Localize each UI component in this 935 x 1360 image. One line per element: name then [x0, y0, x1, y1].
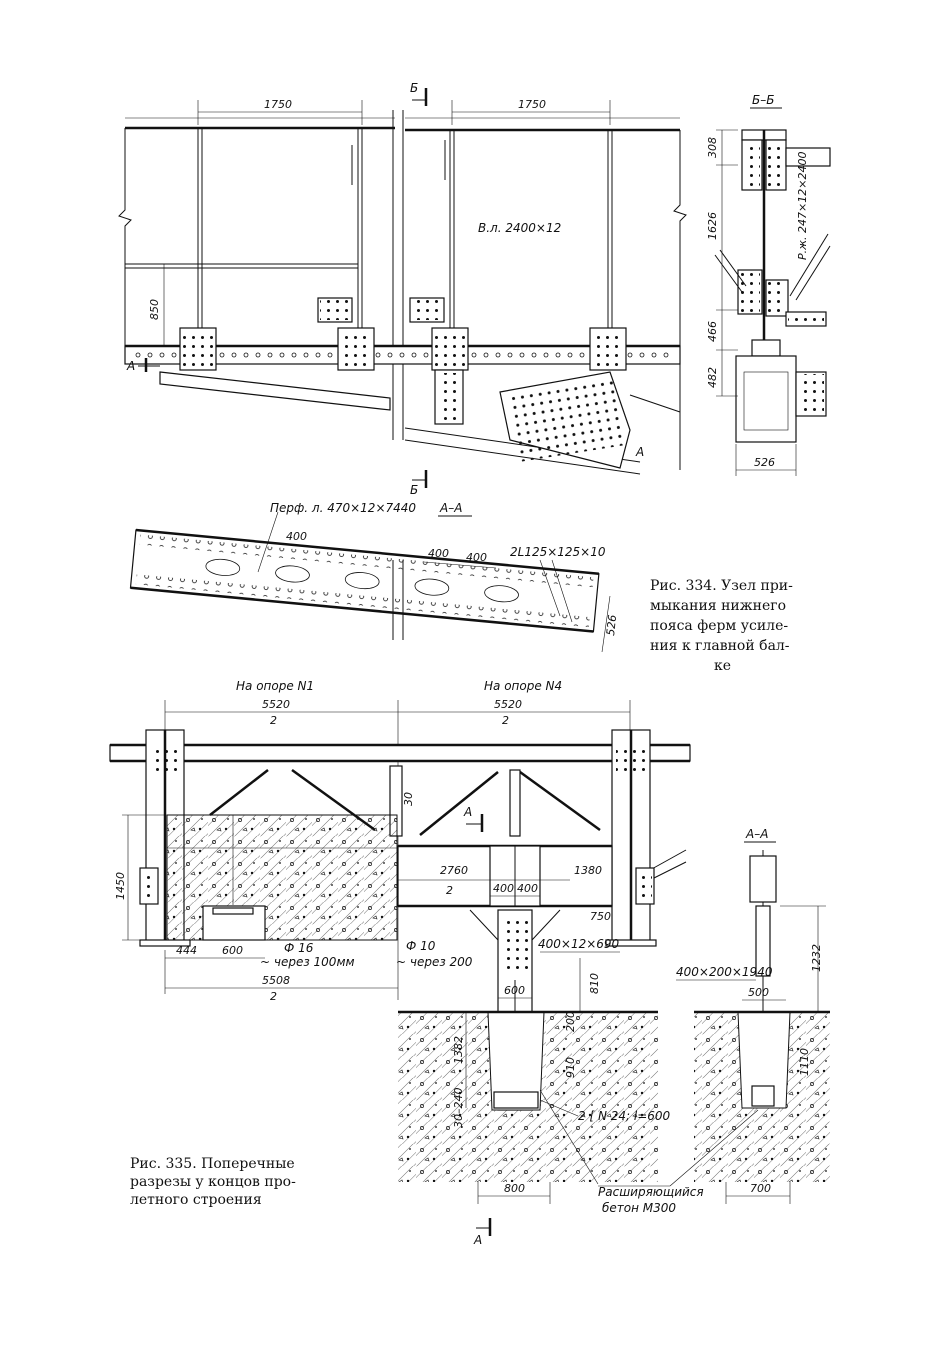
caption-334-line1: Рис. 334. Узел при- [650, 578, 793, 594]
fig334-caption: Рис. 334. Узел при- мыкания нижнего пояс… [650, 578, 793, 674]
dim-1382: 1382 [452, 1036, 465, 1064]
dim-810: 810 [588, 973, 601, 994]
bar16-step-label: ~ через 100мм [260, 955, 355, 969]
dim-2-left: 2 [270, 714, 277, 727]
concrete-label-2: бетон М300 [602, 1201, 676, 1215]
concrete-label-1: Расширяющийся [598, 1185, 704, 1199]
dim-1232: 1232 [810, 944, 823, 972]
support-1-label: На опоре N1 [236, 679, 314, 693]
dim-400-b: 400 [428, 547, 449, 560]
caption-334-line4: ния к главной бал- [650, 638, 790, 654]
dim-1750-right: 1750 [518, 98, 546, 111]
dim-400-left: 400 [493, 882, 514, 895]
dim-2-right: 2 [502, 714, 509, 727]
dim-526-aa: 526 [604, 614, 619, 636]
dim-400-a: 400 [286, 530, 307, 543]
dim-5520-right: 5520 [494, 698, 522, 711]
dim-1110: 1110 [798, 1048, 811, 1076]
bar10-step-label: ~ через 200 [396, 955, 473, 969]
dim-700: 700 [750, 1182, 771, 1195]
dim-600-col: 600 [504, 984, 525, 997]
dim-2760: 2760 [440, 864, 468, 877]
angles-label: 2L125×125×10 [510, 545, 606, 559]
caption-334-line5: ке [714, 658, 731, 674]
perf-plate-label: Перф. л. 470×12×7440 [270, 501, 416, 515]
dim-5520-left: 5520 [262, 698, 290, 711]
dim-850: 850 [148, 299, 161, 320]
plate-400x12x690-label: 400×12×690 [538, 937, 620, 951]
dim-750: 750 [590, 910, 611, 923]
web-plate-label: В.л. 2400×12 [478, 221, 561, 235]
view-aa-title: А–А [439, 501, 462, 515]
dim-526-bb: 526 [754, 456, 775, 469]
section-mark-a-right: А [635, 445, 644, 459]
plate-400x200x1940-label: 400×200×1940 [676, 965, 773, 979]
dim-910: 910 [564, 1057, 577, 1078]
section-mark-a-335-bottom: А [473, 1233, 482, 1247]
dim-600-left: 600 [222, 944, 243, 957]
dim-5508: 5508 [262, 974, 290, 987]
stiffener-label: Р.ж. 247×12×2400 [796, 152, 809, 260]
dim-2-bottom: 2 [270, 990, 277, 1003]
fig335-caption: Рис. 335. Поперечные разрезы у концов пр… [130, 1156, 296, 1208]
dim-1380: 1380 [574, 864, 602, 877]
section-mark-b-top: Б [410, 81, 418, 95]
support-4-label: На опоре N4 [484, 679, 562, 693]
caption-334-line2: мыкания нижнего [650, 598, 786, 614]
dim-30: 30 [402, 792, 415, 806]
dim-400-right: 400 [517, 882, 538, 895]
dim-30-240: 30–240 [452, 1088, 465, 1129]
fig334-section-bb: Б–Б 308 1626 466 482 [706, 93, 831, 476]
fig334-section-aa: Перф. л. 470×12×7440 А–А 400 400 400 2L1… [129, 501, 619, 653]
section-mark-b-bottom: Б [410, 483, 418, 497]
dim-444: 444 [176, 944, 197, 957]
dim-482: 482 [706, 367, 719, 388]
dim-308: 308 [706, 137, 719, 158]
caption-335-line2: разрезы у концов про- [130, 1174, 296, 1190]
bar10-label: Ф 10 [406, 939, 436, 953]
view-aa-335-title: А–А [745, 827, 768, 841]
fig335-section-aa: А–А 1232 400×200×1940 500 1110 700 [676, 827, 830, 1204]
dim-800: 800 [504, 1182, 525, 1195]
view-bb-title: Б–Б [752, 93, 774, 107]
dim-1450: 1450 [114, 872, 127, 900]
fig334-elevation: Б Б А А 1750 1750 850 В.л. 2400×12 [118, 81, 687, 497]
section-mark-a-left: А [126, 359, 135, 373]
bar16-label: Ф 16 [284, 941, 314, 955]
caption-335-line3: летного строения [130, 1192, 262, 1208]
caption-334-line3: пояса ферм усиле- [650, 618, 788, 634]
dim-1626: 1626 [706, 212, 719, 240]
channels-label: 2 [ N 24; l=600 [578, 1109, 671, 1123]
dim-400-c: 400 [466, 551, 487, 564]
dim-200: 200 [564, 1011, 577, 1032]
fig335-cross-section: На опоре N1 На опоре N4 5520 2 5520 2 [109, 679, 759, 1247]
dim-466: 466 [706, 321, 719, 342]
dim-500: 500 [748, 986, 769, 999]
dim-2-mid: 2 [446, 884, 453, 897]
dim-1750-left: 1750 [264, 98, 292, 111]
section-mark-a-335: А [463, 805, 472, 819]
caption-335-line1: Рис. 335. Поперечные [130, 1156, 295, 1172]
